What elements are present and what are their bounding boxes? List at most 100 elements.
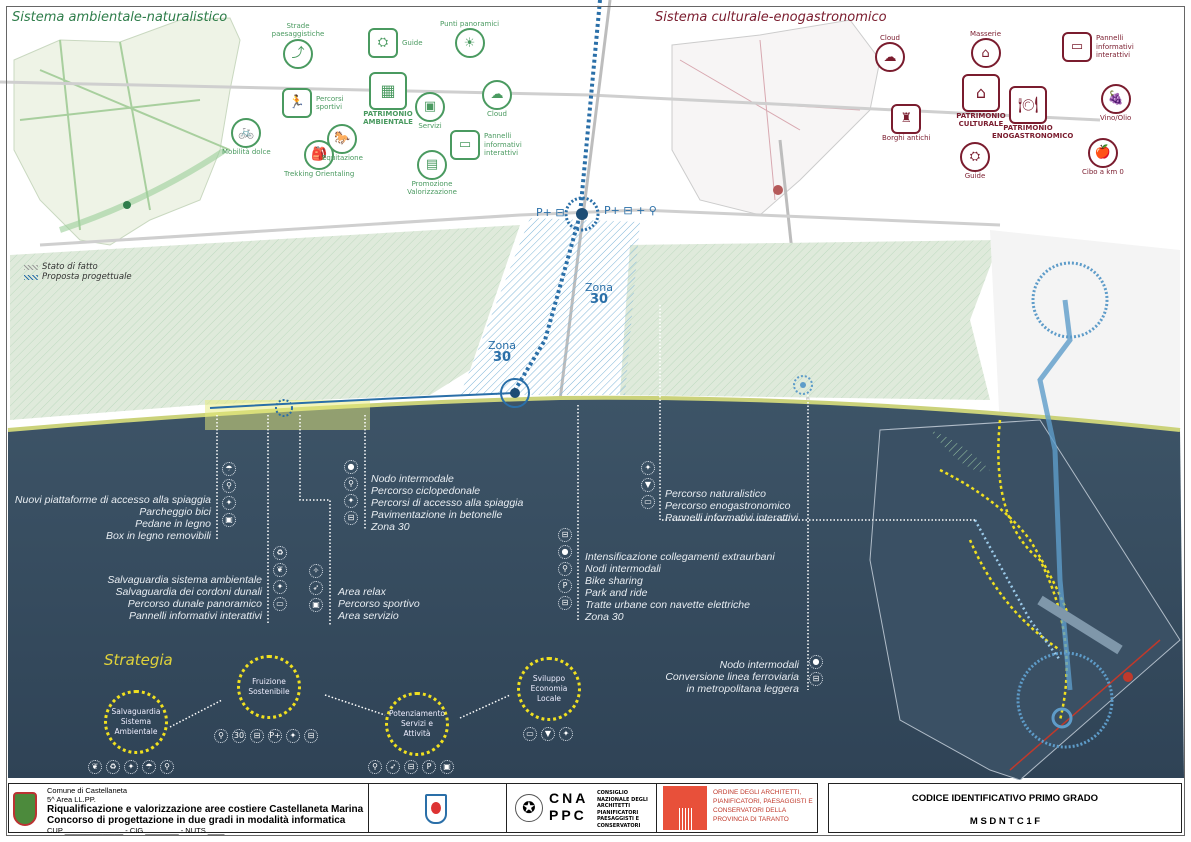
diagram-node: ⛭Guide — [960, 142, 990, 180]
strategy-label: Sviluppo Economia Locale — [530, 674, 568, 703]
annotation-line: Conversione linea ferroviaria — [665, 671, 799, 683]
relax-icon: ✧ — [309, 564, 323, 578]
annotation-line: Nodo intermodale — [371, 473, 454, 485]
diagram-node: ▭Pannelli informativi interattivi — [1062, 32, 1142, 62]
node-label: Guide — [964, 172, 986, 180]
annotation-line: Pedane in legno — [135, 518, 211, 530]
train-icon: ⊟ — [809, 672, 823, 686]
cyclist-icon: ⚲ — [344, 477, 358, 491]
leaf-icon: ❦ — [273, 563, 287, 577]
annotation-line: in metropolitana leggera — [686, 683, 799, 695]
diagram-node: Cloud☁ — [875, 34, 905, 73]
box-icon: ▣ — [440, 760, 454, 774]
walker-icon: ✦ — [222, 496, 236, 510]
contest-title: Concorso di progettazione in due gradi i… — [47, 815, 346, 826]
node-label: Equitazione — [322, 154, 363, 162]
park-ride-icon: P — [422, 760, 436, 774]
node-label: Cloud — [880, 34, 900, 42]
strategy-environment: Salvaguardia Sistema Ambientale — [104, 690, 168, 754]
zona-30-icon: 30 — [232, 729, 246, 743]
cnappc-name: CONSIGLIO NAZIONALE DEGLI ARCHITETTI PIA… — [597, 790, 648, 829]
horse-icon: 🐎 — [327, 124, 358, 154]
zona-30-area — [460, 218, 640, 395]
annotation-line: Percorso dunale panoramico — [127, 598, 262, 610]
car-icon: ⊟ — [558, 596, 572, 610]
guide-icon: ⛭ — [368, 28, 398, 58]
cnappc-logo-letters: CNA PPC — [549, 790, 588, 823]
annotation-line: Percorso sportivo — [338, 598, 420, 610]
diagram-node: 🐎Equitazione — [322, 124, 363, 162]
bus-icon: ⊟ — [558, 528, 572, 542]
bus-icon: ⊟ — [250, 729, 264, 743]
annotation-line: Zona 30 — [371, 521, 410, 533]
node-label: Pannelli informativi interattivi — [1096, 34, 1134, 60]
walker-icon: ✦ — [273, 580, 287, 594]
umbrella-icon: ☂ — [222, 462, 236, 476]
hiker-icon: ✦ — [641, 461, 655, 475]
annotation-line: Percorso enogastronomico — [665, 500, 791, 512]
legend-existing: Stato di fatto — [24, 262, 132, 272]
diagram-node: ☁Cloud — [482, 80, 512, 118]
park-ride-icon: P+ — [268, 729, 282, 743]
node-label: Punti panoramici — [440, 20, 500, 28]
zona-word: Zona — [585, 281, 613, 294]
annotation-line: Percorsi di accesso alla spiaggia — [371, 497, 524, 509]
node-icon: ● — [809, 655, 823, 669]
node-label: Servizi — [418, 122, 442, 130]
wine-icon: ▼ — [641, 478, 655, 492]
annotation-line: Percorso ciclopedonale — [371, 485, 481, 497]
diagram-node: 🍎Cibo a km 0 — [1082, 138, 1124, 176]
strategy-label: Salvaguardia Sistema Ambientale — [111, 707, 161, 736]
legend-existing-label: Stato di fatto — [42, 262, 98, 272]
municipality-crest — [13, 792, 37, 826]
page-frame — [6, 6, 1185, 836]
annotation-line: Park and ride — [585, 587, 648, 599]
hiker-icon: ✦ — [559, 727, 573, 741]
strategy-fruition: Fruizione Sostenibile — [237, 655, 301, 719]
municipality-name: Comune di Castellaneta — [47, 786, 128, 795]
annotation-line: Salvaguardia dei cordoni dunali — [115, 586, 262, 598]
leaf-icon: ❦ — [88, 760, 102, 774]
node-label: Cloud — [487, 110, 507, 118]
annotation-line: Bike sharing — [585, 575, 643, 587]
road-sign-icon: ⤴ — [283, 38, 313, 69]
diagram-node: ⛭Guide — [368, 28, 423, 58]
legend: Stato di fatto Proposta progettuale — [24, 262, 132, 282]
node-label: PATRIMONIO AMBIENTALE — [363, 110, 413, 127]
bike-icon: ⚲ — [160, 760, 174, 774]
box-icon: ▣ — [309, 598, 323, 612]
mobility-icons: ⊟●⚲P⊟ — [558, 528, 572, 610]
rail-icons: ●⊟ — [809, 655, 823, 686]
info-panel-icon: ▭ — [523, 727, 537, 741]
annotation-line: Nuovi piattaforme di accesso alla spiagg… — [14, 494, 211, 506]
annotation-line: Salvaguardia sistema ambientale — [107, 574, 262, 586]
node-icon: ● — [558, 545, 572, 559]
annotation-line: Area relax — [338, 586, 386, 598]
node-icons: ●⚲✦⊟ — [344, 460, 358, 525]
annotation-line: Area servizio — [338, 610, 399, 622]
legend-proposal: Proposta progettuale — [24, 272, 132, 282]
park-and-ride-label-1: P+ ⊟ — [536, 206, 565, 219]
strategy-services-icons: ⚲➶⊟P▣ — [368, 760, 454, 774]
box-icon: ▣ — [415, 92, 445, 122]
strategy-title: Strategia — [104, 651, 173, 669]
code-box: CODICE IDENTIFICATIVO PRIMO GRADO M S D … — [828, 783, 1182, 833]
annotation-line: Nodi intermodali — [585, 563, 661, 575]
order-logo — [663, 786, 707, 830]
strategy-services: Potenziamento Servizi e Attività — [385, 692, 449, 756]
park-ride-text: P+ — [604, 204, 620, 217]
diagram-node: 🍽PATRIMONIO ENOGASTRONOMICO — [992, 86, 1073, 141]
diagram-node: Strade paesaggistiche⤴ — [262, 22, 334, 69]
annotation-line: Parcheggio bici — [139, 506, 211, 518]
annotation-line: Tratte urbane con navette elettriche — [585, 599, 750, 611]
annotation-beach: Nuovi piattaforme di accesso alla spiagg… — [15, 494, 211, 542]
node-label: Strade paesaggistiche — [271, 22, 325, 39]
zona-number: 30 — [589, 292, 609, 307]
walker-icon: ✦ — [344, 494, 358, 508]
plate-icon: 🍽 — [1009, 86, 1047, 124]
node-label: Percorsi sportivi — [316, 94, 344, 111]
hatch-gray-swatch — [24, 264, 38, 270]
